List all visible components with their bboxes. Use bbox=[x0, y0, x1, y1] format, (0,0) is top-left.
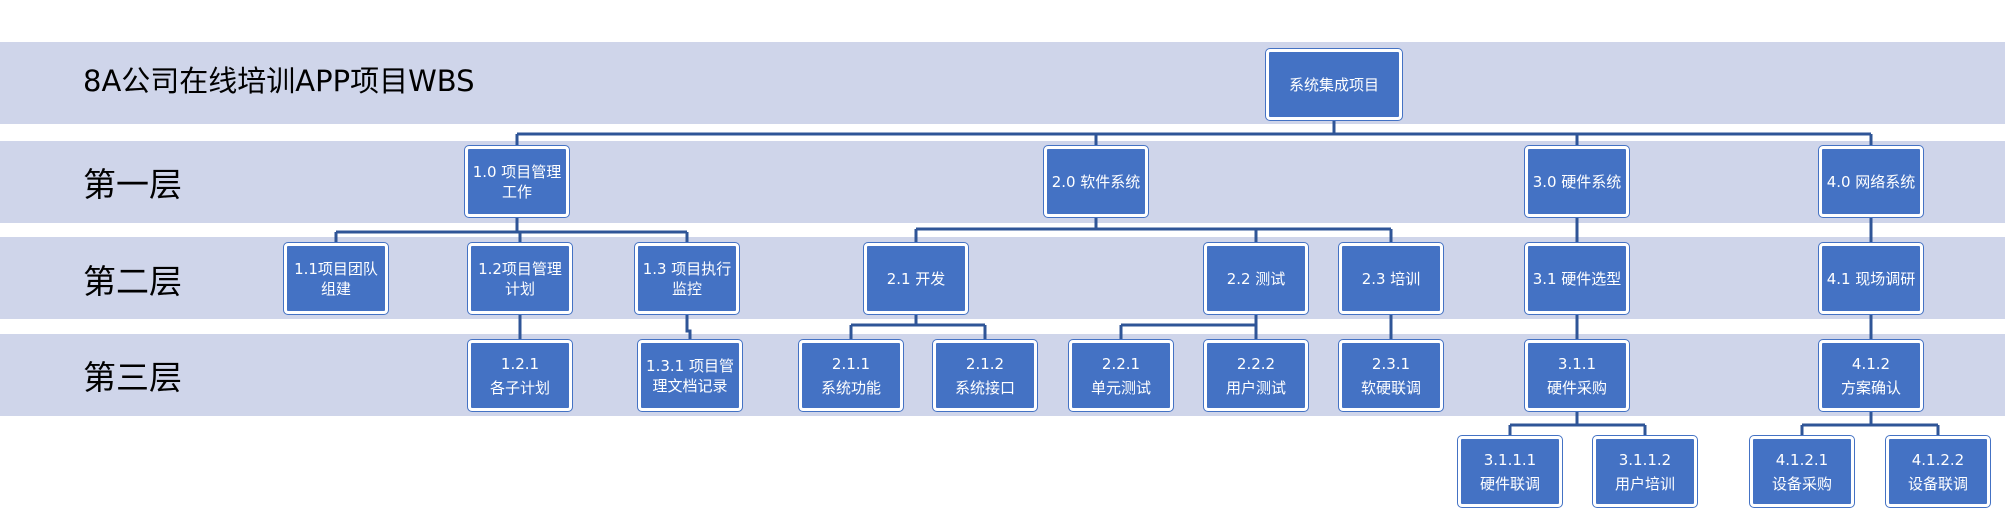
level-2-label: 第二层 bbox=[83, 262, 182, 301]
wbs-node-1-1[interactable]: 1.1项目团队 组建 bbox=[284, 243, 388, 314]
connector-4-1-2 bbox=[1800, 409, 1940, 438]
title-band bbox=[0, 42, 2005, 124]
connector-2-1 bbox=[849, 312, 987, 342]
wbs-node-3-1[interactable]: 3.1 硬件选型 bbox=[1525, 243, 1629, 314]
wbs-node-3-1-1-2[interactable]: 3.1.1.2 用户培训 bbox=[1593, 436, 1697, 507]
wbs-node-1-3[interactable]: 1.3 项目执行 监控 bbox=[635, 243, 739, 314]
connector-1-0 bbox=[334, 215, 689, 245]
connector-root-l1 bbox=[515, 118, 1873, 148]
wbs-node-4-1-2-1[interactable]: 4.1.2.1 设备采购 bbox=[1750, 436, 1854, 507]
wbs-node-4-1-2[interactable]: 4.1.2 方案确认 bbox=[1819, 340, 1923, 411]
wbs-node-4-0[interactable]: 4.0 网络系统 bbox=[1819, 146, 1923, 217]
wbs-node-3-1-1-1[interactable]: 3.1.1.1 硬件联调 bbox=[1458, 436, 1562, 507]
level-3-label: 第三层 bbox=[83, 358, 182, 397]
wbs-node-1-0[interactable]: 1.0 项目管理 工作 bbox=[465, 146, 569, 217]
wbs-node-2-3[interactable]: 2.3 培训 bbox=[1339, 243, 1443, 314]
wbs-node-3-0[interactable]: 3.0 硬件系统 bbox=[1525, 146, 1629, 217]
wbs-node-4-1-2-2[interactable]: 4.1.2.2 设备联调 bbox=[1886, 436, 1990, 507]
wbs-node-2-3-1[interactable]: 2.3.1 软硬联调 bbox=[1339, 340, 1443, 411]
wbs-node-2-2-1[interactable]: 2.2.1 单元测试 bbox=[1069, 340, 1173, 411]
wbs-node-4-1[interactable]: 4.1 现场调研 bbox=[1819, 243, 1923, 314]
level-1-band bbox=[0, 141, 2005, 223]
wbs-node-2-1[interactable]: 2.1 开发 bbox=[864, 243, 968, 314]
connector-3-1-1 bbox=[1508, 409, 1647, 438]
wbs-node-2-0[interactable]: 2.0 软件系统 bbox=[1044, 146, 1148, 217]
wbs-node-root[interactable]: 系统集成项目 bbox=[1266, 49, 1402, 120]
wbs-node-2-1-2[interactable]: 2.1.2 系统接口 bbox=[933, 340, 1037, 411]
page-title: 8A公司在线培训APP项目WBS bbox=[83, 64, 475, 98]
wbs-node-1-3-1[interactable]: 1.3.1 项目管 理文档记录 bbox=[638, 340, 742, 411]
wbs-node-1-2[interactable]: 1.2项目管理 计划 bbox=[468, 243, 572, 314]
wbs-node-2-2[interactable]: 2.2 测试 bbox=[1204, 243, 1308, 314]
wbs-node-1-2-1[interactable]: 1.2.1 各子计划 bbox=[468, 340, 572, 411]
level-1-label: 第一层 bbox=[83, 165, 182, 204]
wbs-node-2-1-1[interactable]: 2.1.1 系统功能 bbox=[799, 340, 903, 411]
wbs-node-2-2-2[interactable]: 2.2.2 用户测试 bbox=[1204, 340, 1308, 411]
connector-2-2 bbox=[1119, 312, 1258, 342]
wbs-node-3-1-1[interactable]: 3.1.1 硬件采购 bbox=[1525, 340, 1629, 411]
connector-1-3 bbox=[685, 312, 692, 342]
connector-2-0 bbox=[914, 215, 1393, 245]
